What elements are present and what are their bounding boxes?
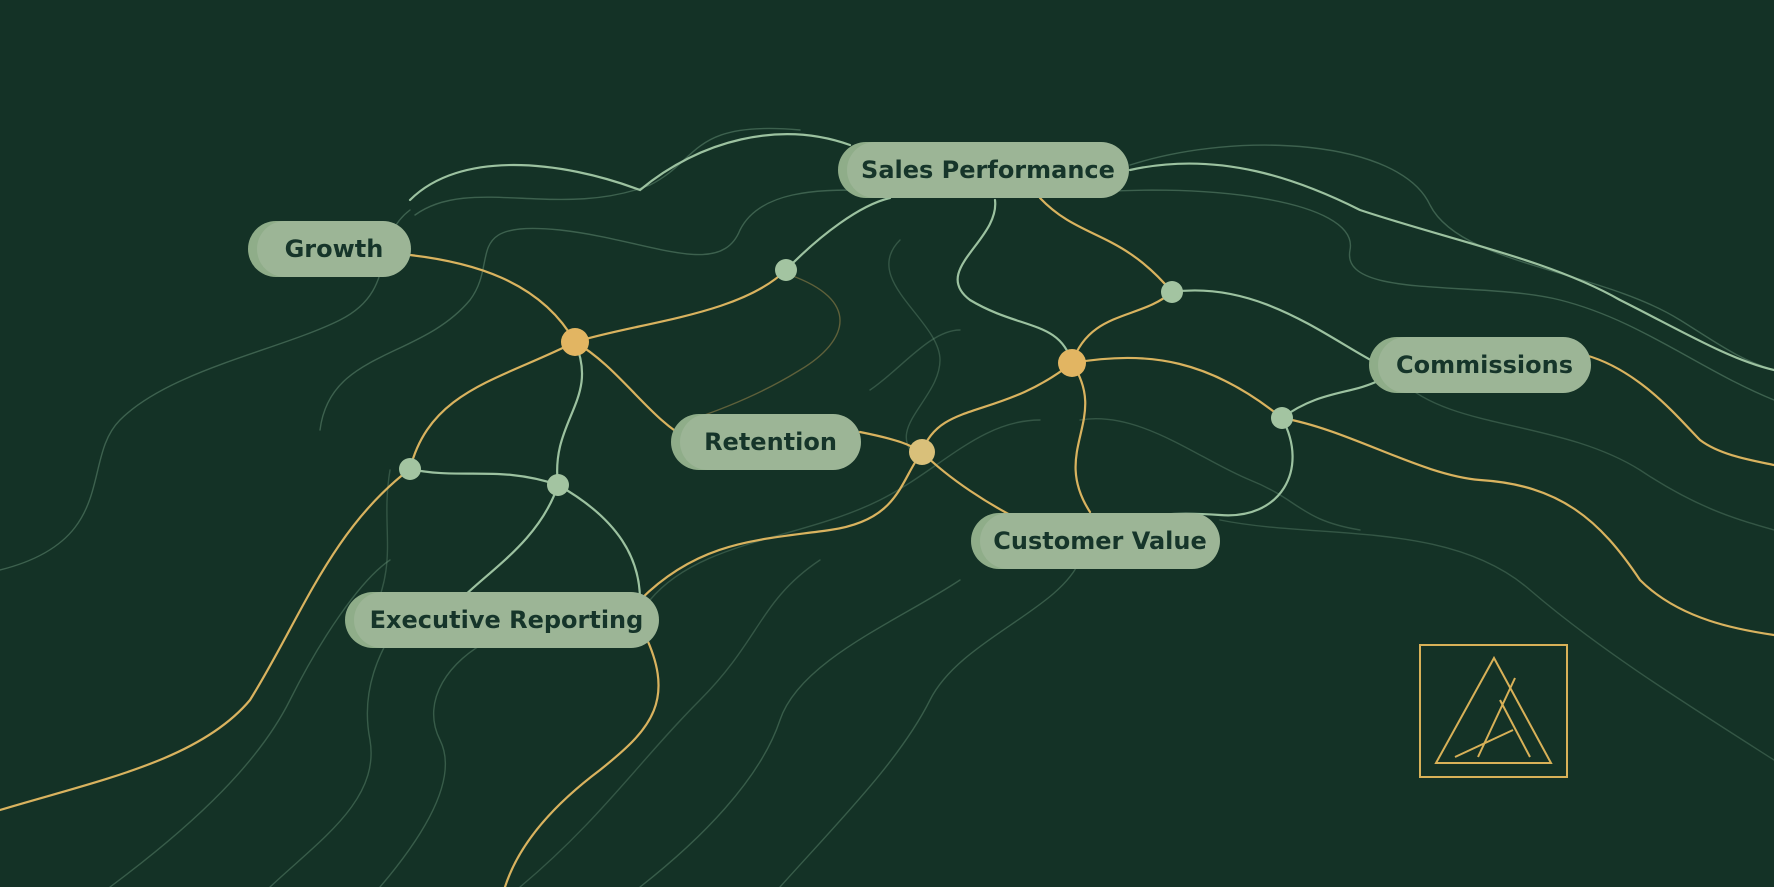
- edge: [920, 450, 1022, 522]
- edge: [1170, 289, 1382, 367]
- edge: [408, 340, 577, 471]
- bg-curve: [1399, 379, 1774, 531]
- hubs: [399, 259, 1293, 496]
- bg-curve: [639, 579, 961, 887]
- edge: [1038, 196, 1174, 294]
- edge: [956, 198, 1074, 365]
- edge: [1070, 356, 1284, 420]
- edge: [784, 196, 892, 272]
- node-commissions[interactable]: Commissions: [1378, 337, 1591, 393]
- edge: [556, 340, 584, 487]
- edges: [0, 133, 1774, 887]
- bg-curve: [269, 619, 401, 887]
- bg-curve: [888, 239, 941, 461]
- bg-curve: [414, 127, 801, 216]
- hub-node[interactable]: [1271, 407, 1293, 429]
- edge: [573, 268, 788, 344]
- bg-curve: [109, 559, 391, 887]
- hub-node[interactable]: [547, 474, 569, 496]
- bg-curve: [649, 419, 1041, 601]
- edge: [1128, 162, 1774, 372]
- bg-curve: [869, 329, 961, 391]
- bg-curve: [519, 559, 821, 887]
- edge: [573, 340, 692, 442]
- bg-curve: [779, 559, 1081, 887]
- edge: [458, 483, 560, 602]
- edge: [638, 450, 924, 602]
- bg-curve: [1059, 189, 1774, 401]
- bg-curve: [689, 274, 841, 421]
- hub-node[interactable]: [909, 439, 935, 465]
- bg-curve: [319, 189, 861, 431]
- edge: [1280, 378, 1382, 420]
- edge: [1070, 290, 1174, 365]
- bg-curve: [379, 639, 491, 887]
- bg-curve: [1219, 519, 1774, 761]
- edge: [408, 133, 852, 202]
- hub-node[interactable]: [1161, 281, 1183, 303]
- edge: [503, 623, 660, 887]
- triangle-logo-icon: [1419, 644, 1568, 778]
- hub-node[interactable]: [1058, 349, 1086, 377]
- node-retention[interactable]: Retention: [680, 414, 861, 470]
- edge: [408, 253, 577, 344]
- edge: [920, 361, 1074, 454]
- edge: [556, 483, 642, 602]
- edge: [1070, 361, 1092, 514]
- node-customer-value[interactable]: Customer Value: [980, 513, 1220, 569]
- node-sales-performance[interactable]: Sales Performance: [847, 142, 1129, 198]
- bg-curve: [1079, 418, 1361, 531]
- edge: [1583, 353, 1774, 467]
- node-growth[interactable]: Growth: [257, 221, 411, 277]
- hub-node[interactable]: [775, 259, 797, 281]
- node-executive-reporting[interactable]: Executive Reporting: [354, 592, 659, 648]
- edge: [408, 467, 560, 487]
- hub-node[interactable]: [399, 458, 421, 480]
- hub-node[interactable]: [561, 328, 589, 356]
- edge: [0, 467, 412, 812]
- edge: [1280, 416, 1774, 637]
